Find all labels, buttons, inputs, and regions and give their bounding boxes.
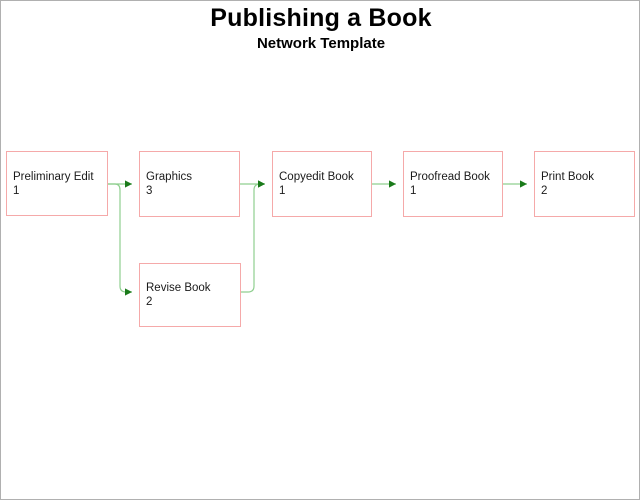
node-label: Graphics [146,171,193,183]
node-count: 1 [13,184,20,197]
edge-revise-book-to-copyedit-book [241,183,265,293]
node-print-book[interactable]: Print Book 2 [534,151,635,217]
node-count: 2 [541,185,548,197]
edge-preliminary-edit-to-revise-book [108,183,132,293]
node-count: 1 [279,185,286,197]
arrow-head-icon [258,180,265,188]
page-title: Publishing a Book [210,4,432,32]
node-label: Print Book [541,171,595,183]
node-text: Graphics 3 [146,170,192,198]
node-label: Copyedit Book [279,171,354,183]
node-label: Revise Book [146,282,211,294]
node-revise-book[interactable]: Revise Book 2 [139,263,241,327]
node-count: 2 [146,296,153,308]
node-proofread-book[interactable]: Proofread Book 1 [403,151,503,217]
node-copyedit-book[interactable]: Copyedit Book 1 [272,151,372,217]
node-text: Revise Book 2 [146,281,211,309]
node-count: 3 [146,185,153,197]
arrow-head-icon [520,180,527,188]
page-subtitle: Network Template [256,35,386,52]
node-count: 1 [410,185,417,197]
arrow-head-icon [125,180,132,188]
node-text: Copyedit Book 1 [279,170,354,198]
node-label: Preliminary Edit [13,170,94,183]
arrow-head-icon [389,180,396,188]
node-text: Print Book 2 [541,170,594,198]
arrow-head-icon [125,288,132,296]
node-graphics[interactable]: Graphics 3 [139,151,240,217]
node-text: Proofread Book 1 [410,170,490,198]
node-label: Proofread Book [410,171,490,183]
